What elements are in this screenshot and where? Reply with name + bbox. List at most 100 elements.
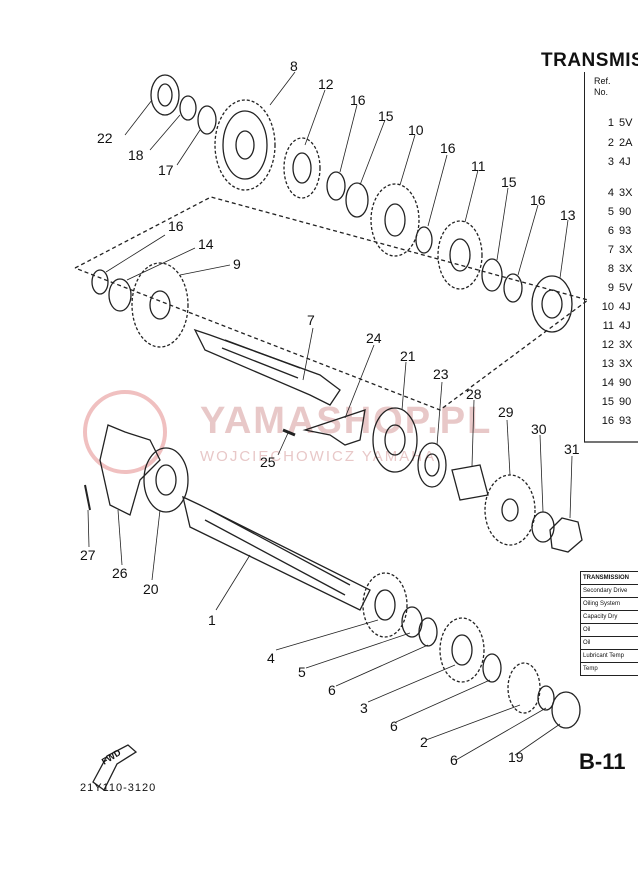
gear-10 [370, 183, 420, 257]
circlip-16d [91, 269, 109, 295]
callout-6: 6 [450, 752, 458, 768]
ref-code: 5V [619, 117, 633, 129]
gear-13 [531, 275, 573, 333]
circlip-6b [482, 653, 502, 683]
circlip-16a [326, 171, 346, 201]
bolt-27 [84, 484, 91, 511]
ref-number: 14 [601, 377, 614, 389]
ref-number: 3 [607, 156, 614, 168]
watermark-sub: WOJCIECHOWICZ YAMAHA [200, 448, 437, 465]
callout-19: 19 [508, 749, 524, 765]
callout-13: 13 [560, 207, 576, 223]
ref-number: 1 [607, 117, 614, 129]
callout-31: 31 [564, 441, 580, 457]
ref-number: 5 [607, 206, 614, 218]
table-divider [584, 72, 585, 442]
spec-row: TRANSMISSION [583, 575, 630, 581]
callout-7: 7 [307, 312, 315, 328]
watermark-logo-icon [83, 390, 167, 474]
ref-row: 1 5V [600, 117, 633, 129]
callout-20: 20 [143, 581, 159, 597]
callout-9: 9 [233, 256, 241, 272]
ref-row: 10 4J [600, 301, 631, 313]
callout-29: 29 [498, 404, 514, 420]
callout-10: 10 [408, 122, 424, 138]
callout-30: 30 [531, 421, 547, 437]
bearing-19 [551, 691, 581, 729]
ref-code: 4J [619, 156, 631, 168]
ref-code: 3X [619, 187, 633, 199]
ref-number: 6 [607, 225, 614, 237]
gear-3 [439, 617, 485, 683]
ref-number: 12 [601, 339, 614, 351]
callout-14: 14 [198, 236, 214, 252]
ref-code: 93 [619, 415, 632, 427]
callout-8: 8 [290, 58, 298, 74]
ref-row: 14 90 [600, 377, 632, 389]
pin-25 [282, 428, 296, 437]
page-title: TRANSMIS [541, 50, 638, 71]
gear-9 [131, 262, 189, 348]
bearing-22 [150, 74, 180, 116]
circlip-17 [197, 105, 217, 135]
ref-number: 4 [607, 187, 614, 199]
sprocket-29 [484, 474, 536, 546]
plate-24 [302, 409, 366, 446]
ref-code: 90 [619, 396, 632, 408]
ref-code: 5V [619, 282, 633, 294]
callout-23: 23 [433, 366, 449, 382]
ref-row: 4 3X [600, 187, 633, 199]
ref-code: 3X [619, 339, 633, 351]
bracket-26 [99, 424, 161, 516]
callout-28: 28 [466, 386, 482, 402]
callout-26: 26 [112, 565, 128, 581]
callout-12: 12 [318, 76, 334, 92]
callout-16: 16 [168, 218, 184, 234]
main-axle-7 [193, 328, 341, 406]
nut-31 [549, 517, 583, 553]
ref-code: 3X [619, 358, 633, 370]
ref-code: 3X [619, 263, 633, 275]
ref-row: 13 3X [600, 358, 633, 370]
spec-row: Secondary Drive [581, 584, 638, 597]
ref-number: 16 [601, 415, 614, 427]
callout-2: 2 [420, 734, 428, 750]
ref-header: Ref. No. [594, 76, 611, 97]
ref-row: 3 4J [600, 156, 631, 168]
gear-8 [214, 99, 276, 191]
ref-number: 13 [601, 358, 614, 370]
spec-row: Oil [581, 636, 638, 649]
bearing-21 [372, 407, 418, 473]
callout-4: 4 [267, 650, 275, 666]
oil-seal-23 [417, 442, 447, 488]
circlip-6c [537, 685, 555, 711]
ref-code: 3X [619, 244, 633, 256]
callout-15: 15 [378, 108, 394, 124]
ref-number: 10 [601, 301, 614, 313]
ref-code: 2A [619, 137, 633, 149]
callout-25: 25 [260, 454, 276, 470]
ref-code: 4J [619, 320, 631, 332]
gear-4 [362, 572, 408, 638]
ref-code: 90 [619, 377, 632, 389]
callout-21: 21 [400, 348, 416, 364]
ref-number: 15 [601, 396, 614, 408]
spec-row: Lubricant Temp [581, 649, 638, 662]
callout-16: 16 [530, 192, 546, 208]
callout-5: 5 [298, 664, 306, 680]
washer-15b [481, 258, 503, 292]
callout-16: 16 [350, 92, 366, 108]
ref-number: 8 [607, 263, 614, 275]
drive-axle-1 [182, 495, 371, 611]
spec-row: Oiling System [581, 597, 638, 610]
ref-code: 4J [619, 301, 631, 313]
circlip-16b [415, 226, 433, 254]
